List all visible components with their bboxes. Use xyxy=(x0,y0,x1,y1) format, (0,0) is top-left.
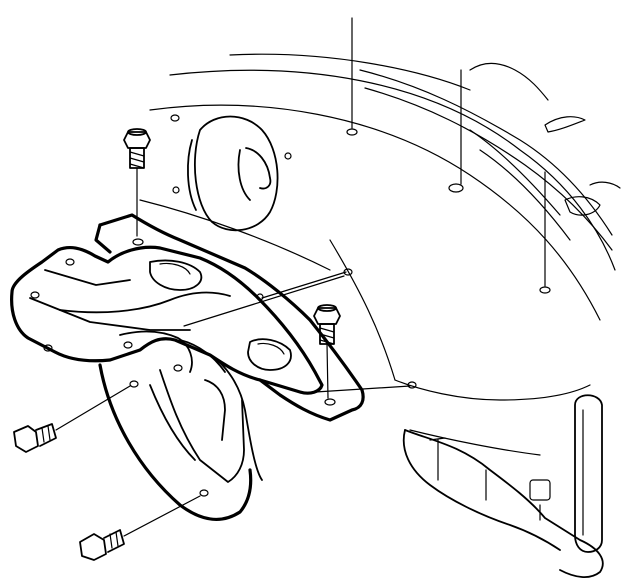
bolt-top-left xyxy=(123,128,151,237)
mounting-bracket-gasket xyxy=(94,213,365,422)
mounting-bracket xyxy=(10,238,336,406)
bolt-lower-left xyxy=(13,385,131,453)
front-bumper-fascia xyxy=(402,394,604,578)
fender-liner-body xyxy=(139,17,621,456)
bolt-top-right xyxy=(313,304,341,399)
alignment-lines xyxy=(183,271,411,394)
lower-bracket-shield xyxy=(98,354,263,521)
wheel-opening-panel xyxy=(187,115,279,232)
bolt-bottom xyxy=(79,495,201,561)
